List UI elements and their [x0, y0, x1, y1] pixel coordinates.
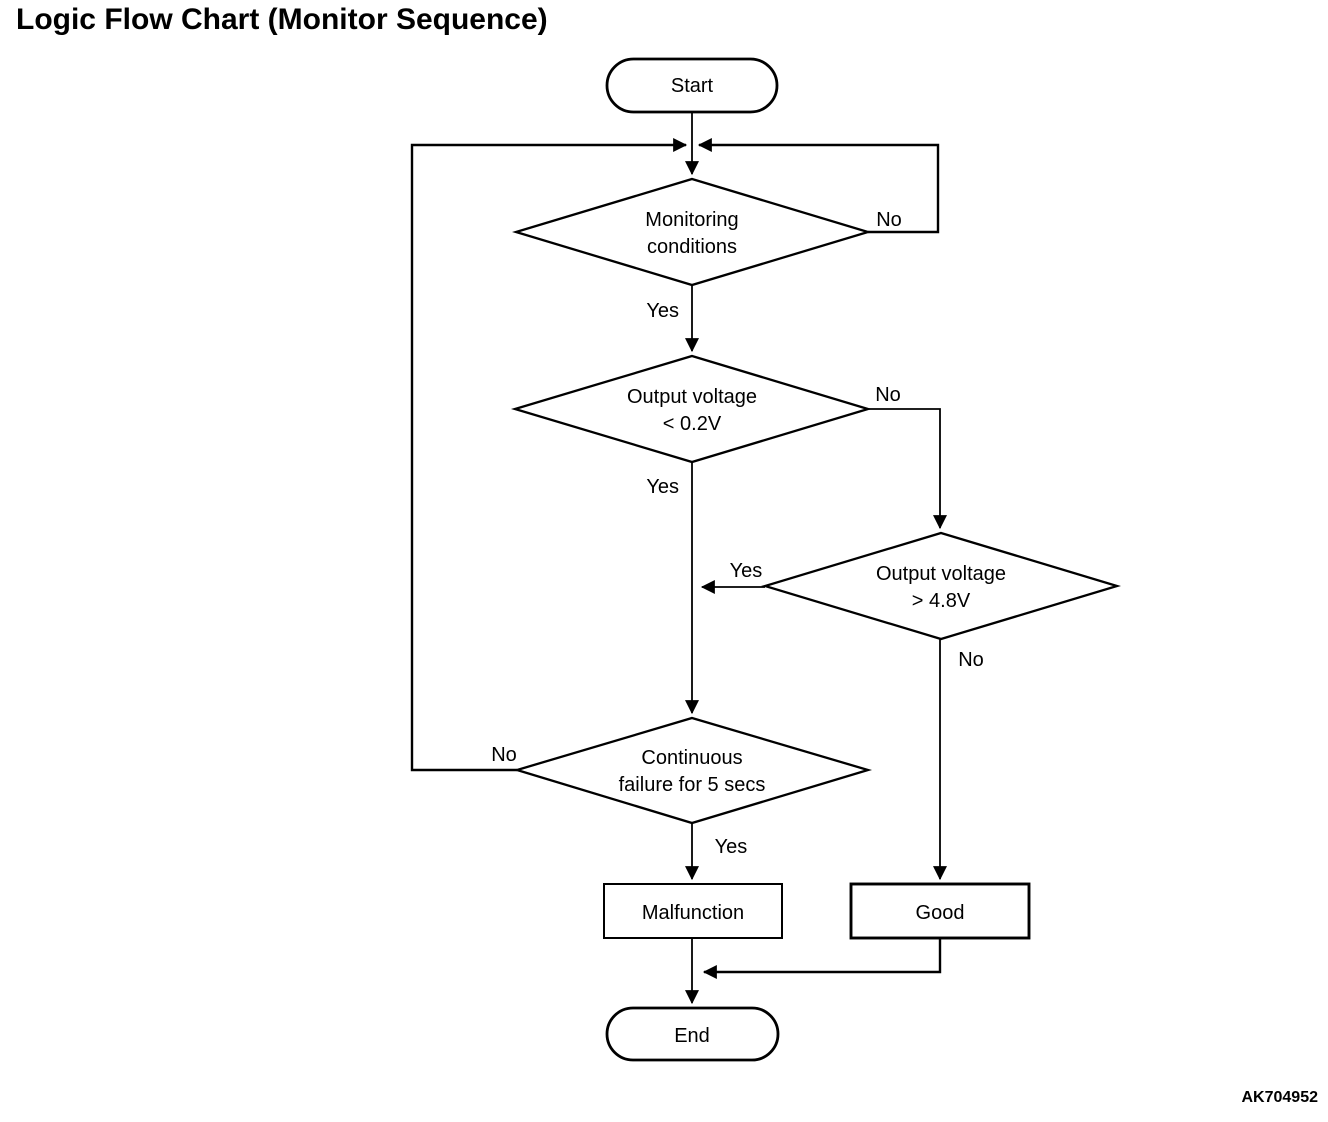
page-title: Logic Flow Chart (Monitor Sequence) — [16, 3, 548, 36]
end-node — [605, 1006, 780, 1062]
good-node — [849, 882, 1031, 940]
continuous-failure-no-label: No — [491, 744, 517, 766]
monitoring-conditions-label-line2: conditions — [647, 236, 737, 258]
edge-voltage-low-no — [868, 408, 947, 530]
continuous-failure-yes-label: Yes — [715, 836, 748, 858]
edge-monitoring-no-loop — [697, 138, 940, 234]
figure-code: AK704952 — [1241, 1089, 1319, 1106]
output-voltage-low-decision — [510, 354, 872, 464]
monitoring-no-label: No — [876, 209, 902, 231]
voltage-high-yes-label: Yes — [730, 560, 763, 582]
output-voltage-high-label-line1: Output voltage — [876, 563, 1006, 585]
output-voltage-low-label-line1: Output voltage — [627, 386, 757, 408]
start-node — [605, 57, 779, 114]
output-voltage-low-label-line2: < 0.2V — [663, 413, 722, 435]
edge-continuous-failure-no-loop — [410, 138, 688, 772]
monitoring-yes-label: Yes — [646, 300, 679, 322]
voltage-low-no-label: No — [875, 384, 901, 406]
voltage-high-no-label: No — [958, 649, 984, 671]
continuous-failure-label-line2: failure for 5 secs — [619, 774, 766, 796]
malfunction-node — [603, 883, 783, 939]
output-voltage-high-label-line2: > 4.8V — [912, 590, 971, 612]
edge-good-to-merge — [702, 938, 942, 979]
continuous-failure-label-line1: Continuous — [641, 747, 742, 769]
output-voltage-high-decision — [761, 531, 1121, 641]
end-label: End — [674, 1025, 710, 1047]
continuous-failure-decision — [512, 716, 873, 825]
monitoring-conditions-decision — [512, 177, 872, 287]
voltage-low-yes-label: Yes — [646, 476, 679, 498]
malfunction-label: Malfunction — [642, 902, 744, 924]
start-label: Start — [671, 75, 714, 97]
monitoring-conditions-label-line1: Monitoring — [645, 209, 738, 231]
good-label: Good — [916, 902, 965, 924]
